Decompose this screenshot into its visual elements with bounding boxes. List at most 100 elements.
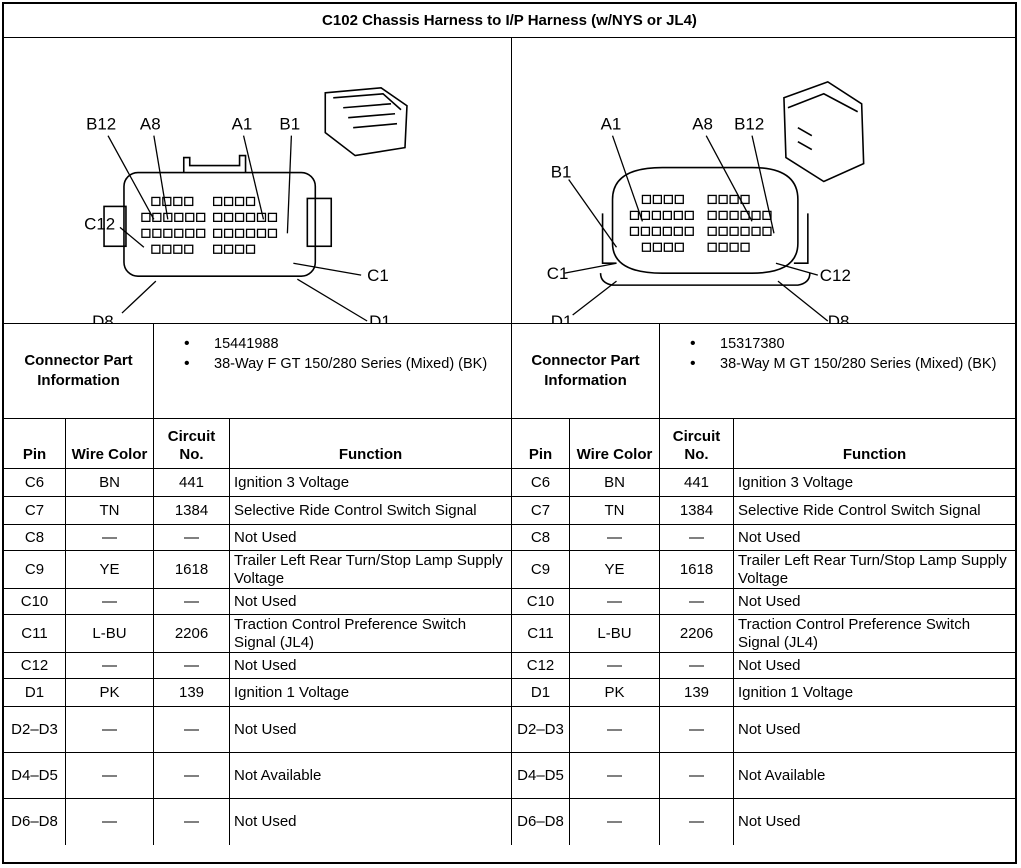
left-row-4-circuit: — [154, 589, 230, 615]
left-label-a8: A8 [140, 115, 161, 134]
pin-cavity [196, 212, 206, 223]
sheet-title: C102 Chassis Harness to I/P Harness (w/N… [4, 4, 1015, 38]
pin-cavity [641, 194, 652, 205]
right-side-latch [306, 197, 333, 248]
pin-cavity [162, 244, 172, 254]
right-connector-part-number: 15317380 [686, 334, 1015, 354]
pin-cavity [174, 228, 184, 238]
pin-cavity [652, 194, 663, 205]
pin-cavity [163, 212, 173, 223]
right-row-6-color: — [570, 653, 660, 679]
pin-cavity [684, 210, 694, 221]
pin-cavity [740, 194, 750, 205]
right-row-2-function: Not Used [734, 525, 1015, 551]
pin-cavity [213, 212, 223, 223]
pin-cavity [173, 196, 183, 207]
left-row-2-pin: C8 [4, 525, 66, 551]
pin-cavity [651, 226, 662, 236]
right-connector-info: 15317380 38-Way M GT 150/280 Series (Mix… [660, 324, 1015, 419]
right-row-7-function: Ignition 1 Voltage [734, 679, 1015, 707]
pin-cavity [151, 196, 161, 207]
pin-cavity [652, 242, 663, 252]
left-row-6-color: — [66, 653, 154, 679]
left-label-d1: D1 [369, 312, 391, 323]
left-row-0-pin: C6 [4, 469, 66, 497]
right-label-d8: D8 [828, 312, 850, 323]
left-row-6-circuit: — [154, 653, 230, 679]
right-label-c1: C1 [547, 264, 569, 283]
left-row-9-function: Not Available [230, 753, 512, 799]
right-header-wire-color: Wire Color [570, 419, 660, 469]
right-row-0-circuit: 441 [660, 469, 734, 497]
pin-cavity [184, 244, 194, 254]
pin-cavity [673, 210, 683, 221]
pin-cavity [223, 196, 234, 207]
pin-cavity [267, 228, 278, 238]
left-header-circuit: Circuit No. [154, 419, 230, 469]
pin-cavity [729, 210, 739, 221]
left-row-7-pin: D1 [4, 679, 66, 707]
pin-cavity [267, 212, 278, 223]
left-row-9-circuit: — [154, 753, 230, 799]
right-row-9-function: Not Available [734, 753, 1015, 799]
right-row-4-pin: C10 [512, 589, 570, 615]
left-label-b1: B1 [279, 115, 300, 134]
pin-cavity [185, 228, 195, 238]
right-row-4-color: — [570, 589, 660, 615]
pin-cavity [663, 242, 673, 252]
right-row-10-circuit: — [660, 799, 734, 845]
left-connector-svg: B12 A8 A1 B1 C12 C1 D8 D1 [84, 87, 408, 323]
pin-cavity [707, 210, 717, 221]
pin-cavity [234, 244, 245, 254]
left-row-8-function: Not Used [230, 707, 512, 753]
left-row-8-pin: D2–D3 [4, 707, 66, 753]
pin-cavity [213, 244, 223, 254]
left-row-3-circuit: 1618 [154, 551, 230, 589]
male-connector-shroud [611, 166, 799, 274]
right-connector-diagram: A1 A8 B12 B1 C1 C12 D1 D8 [512, 38, 1015, 324]
right-header-function: Function [734, 419, 1015, 469]
left-row-0-color: BN [66, 469, 154, 497]
left-row-6-pin: C12 [4, 653, 66, 679]
right-row-1-circuit: 1384 [660, 497, 734, 525]
left-header-function: Function [230, 419, 512, 469]
left-connector-description: 38-Way F GT 150/280 Series (Mixed) (BK) [180, 354, 511, 374]
pin-cavity [141, 212, 151, 223]
right-header-circuit: Circuit No. [660, 419, 734, 469]
left-connector-part-number: 15441988 [180, 334, 511, 354]
left-row-3-pin: C9 [4, 551, 66, 589]
left-row-8-color: — [66, 707, 154, 753]
right-label-a1: A1 [601, 115, 622, 134]
left-row-0-circuit: 441 [154, 469, 230, 497]
right-row-10-function: Not Used [738, 813, 801, 830]
pin-cavity [729, 194, 739, 205]
right-row-7-pin: D1 [512, 679, 570, 707]
top-lock-tab [182, 154, 247, 173]
left-row-7-circuit: 139 [154, 679, 230, 707]
pin-cavity [245, 196, 256, 207]
pin-cavity [640, 210, 651, 221]
right-row-10-color: — [570, 799, 660, 845]
right-row-6-function: Not Used [734, 653, 1015, 679]
pin-cavity [718, 194, 728, 205]
pin-cavity [162, 196, 172, 207]
pin-cavity [184, 196, 194, 207]
left-row-5-pin: C11 [4, 615, 66, 653]
pin-cavity [196, 228, 206, 238]
right-row-1-color: TN [570, 497, 660, 525]
pin-cavity [256, 212, 267, 223]
pin-cavity [707, 194, 717, 205]
left-label-c12: C12 [84, 214, 115, 233]
pin-cavity [662, 210, 672, 221]
pin-cavity [663, 194, 673, 205]
right-connector-description: 38-Way M GT 150/280 Series (Mixed) (BK) [686, 354, 1015, 374]
male-connector-guides [601, 213, 809, 265]
right-label-b12: B12 [734, 115, 764, 134]
left-row-5-function: Traction Control Preference Switch Signa… [230, 615, 512, 653]
pin-cavity [245, 212, 256, 223]
connector-perspective-view [324, 87, 408, 157]
right-row-5-circuit: 2206 [660, 615, 734, 653]
pin-cavity [629, 210, 640, 221]
left-label-d8: D8 [92, 312, 114, 323]
left-row-2-function: Not Used [230, 525, 512, 551]
